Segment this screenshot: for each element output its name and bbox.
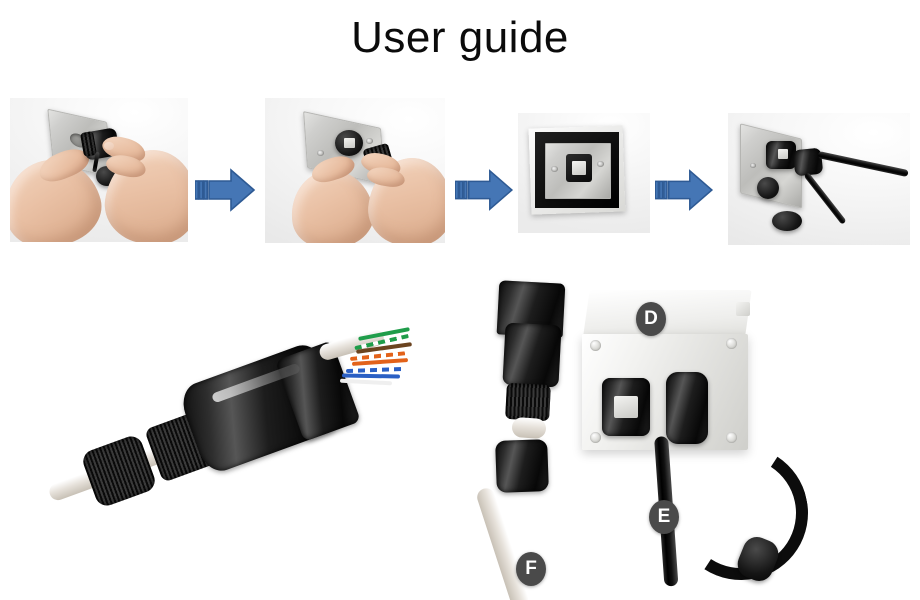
fingernail (104, 142, 114, 150)
f-connector-collar (505, 382, 551, 422)
step-arrow-3 (655, 166, 715, 214)
jbox-screw-bl (590, 432, 601, 443)
callout-badge-e: E (649, 500, 679, 534)
wire-blue-solid (341, 373, 401, 379)
black-cable (817, 151, 909, 178)
callout-badge-d-label: D (644, 308, 658, 329)
f-connector-body (502, 322, 562, 388)
callout-badge-e-label: E (657, 506, 671, 527)
page-title: User guide (351, 13, 569, 62)
step-photo-4 (728, 113, 910, 245)
box-rj45-contacts (614, 396, 638, 418)
f-cable-upper (511, 416, 547, 440)
right-arrow-icon (455, 169, 514, 211)
right-arrow-icon (195, 168, 256, 212)
step-photo-1 (10, 98, 188, 242)
callout-badge-f: F (516, 552, 546, 586)
step-arrow-2 (455, 166, 515, 214)
e-cable-plug (666, 372, 708, 444)
jbox-screw-tl (590, 340, 601, 351)
plate-screw-right (366, 138, 373, 144)
faceplate-screw-left (551, 166, 558, 172)
cap-lanyard (803, 172, 847, 225)
junction-box-tab (736, 302, 750, 316)
connector-keyway (344, 138, 355, 148)
callout-badge-d: D (636, 302, 666, 336)
step-arrow-1 (195, 165, 257, 215)
detail-photo-right: D E F (462, 276, 920, 600)
dust-cap (772, 211, 802, 231)
rj45-port-contacts (572, 161, 586, 175)
wire-blue (345, 366, 405, 374)
f-strain-relief (495, 439, 549, 493)
step-photo-2 (265, 98, 445, 243)
jbox-screw-br (726, 432, 737, 443)
detail-photo-left (20, 300, 450, 560)
plate-screw-left (317, 150, 324, 156)
dust-cap-secondary (757, 177, 779, 199)
connector-latch (778, 149, 788, 159)
callout-badge-f-label: F (525, 558, 537, 579)
step-photo-3 (518, 113, 650, 233)
jbox-screw-tr (726, 338, 737, 349)
right-arrow-icon (655, 169, 714, 211)
cable-gland-nut (79, 433, 159, 509)
plate-screw (750, 163, 756, 168)
faceplate-screw-right (597, 161, 604, 167)
